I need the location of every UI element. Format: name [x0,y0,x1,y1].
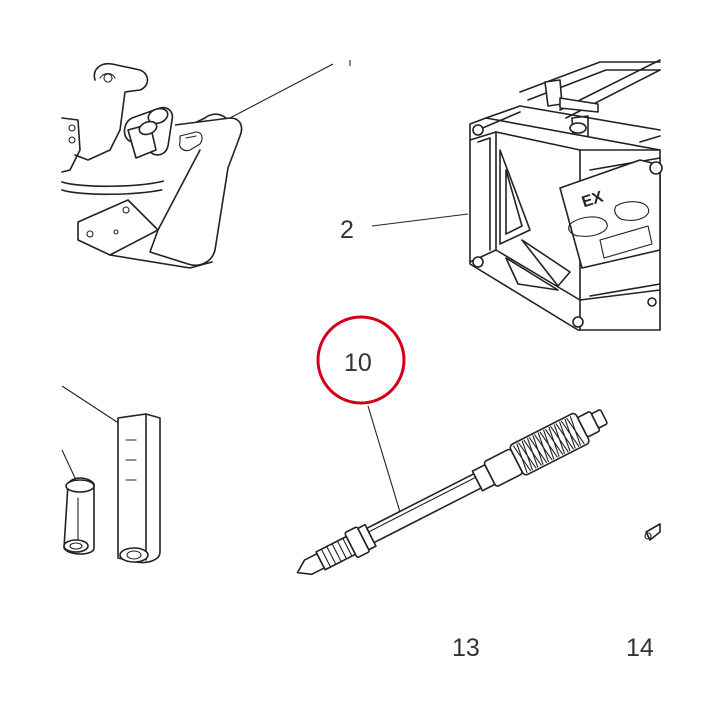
callout-14[interactable]: 14 [626,634,654,662]
callout-2[interactable]: 2 [340,216,354,244]
callout-10[interactable]: 10 [344,349,372,377]
callout-13[interactable]: 13 [452,634,480,662]
pin-drawing [644,523,661,541]
threaded-shaft-tool-drawing [296,405,608,576]
sleeve-drawing [61,385,161,564]
engine-stand-drawing: EX [371,59,663,331]
stand-ex-tag: EX [580,188,606,211]
bracket-drawing [61,60,351,269]
highlight-ring [316,315,406,405]
